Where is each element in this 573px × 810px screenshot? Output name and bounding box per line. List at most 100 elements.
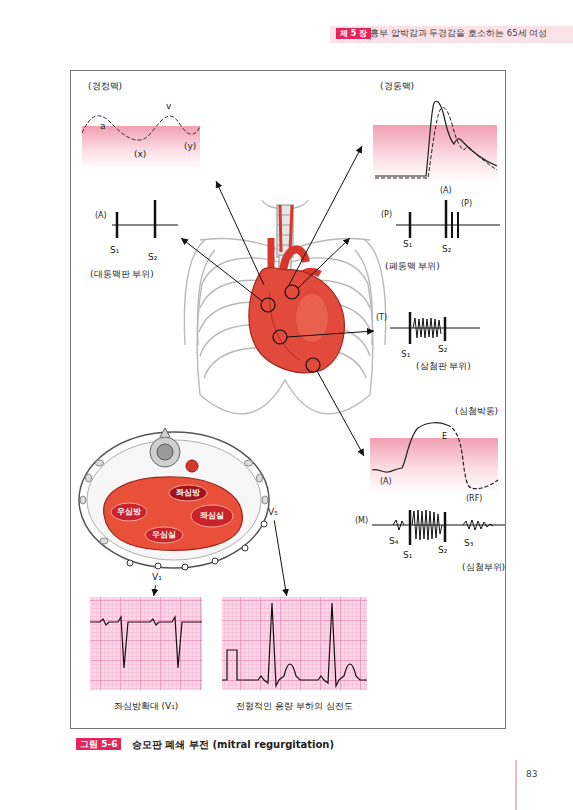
ecg-strip-v1 (90, 597, 202, 690)
pulmonic-phonocardiogram (451, 212, 453, 238)
chest-electrode (182, 564, 188, 570)
aortic-phonocardiogram (112, 200, 178, 238)
carotid-pulse-panel (373, 101, 497, 183)
chamber-name: 좌심방 (176, 488, 200, 497)
waveform-label: (RF) (466, 495, 482, 504)
heart-chamber: 좌심방 (168, 484, 208, 502)
auscultation-point (261, 285, 320, 372)
node-text: 그림 5-6 (80, 739, 117, 749)
heart-chamber: 좌심실 (190, 504, 234, 528)
ecg-caption: 좌심방확대 (V₁) (114, 701, 179, 711)
waveform-label: (y) (184, 142, 196, 152)
auscultation-point (285, 285, 299, 299)
skeleton (200, 380, 370, 414)
waveform-label: (x) (134, 150, 146, 160)
pointer-arrow (181, 238, 262, 301)
waveform-label: E (442, 433, 447, 442)
node-text: 제 5 장 (340, 29, 367, 38)
thorax-cross-section (150, 437, 180, 467)
page-header-band (330, 26, 573, 43)
figure-caption: 승모판 폐쇄 부전 (mitral regurgitation) (132, 739, 334, 750)
lead-arrow (154, 585, 156, 596)
chamber-outline (191, 505, 233, 527)
ecg-strip-volume-load (222, 597, 367, 690)
tricuspid-phonocardiogram (444, 317, 447, 341)
waveform-label: (심첨부위) (462, 563, 505, 573)
lead-arrow (274, 520, 286, 596)
chamber-outline (169, 485, 207, 501)
pointer-arrow (287, 331, 374, 337)
ecg-strip-volume-load (222, 603, 367, 686)
apex-phonocardiogram (412, 510, 442, 540)
waveform-label: S₂ (438, 345, 447, 355)
waveform-label: (P) (461, 200, 472, 209)
page-header-band (330, 26, 573, 43)
pointer-arrow (181, 146, 374, 456)
page-number-rule (515, 760, 517, 810)
ecg-caption: 전형적인 용량 부하의 심전도 (236, 701, 353, 711)
auscultation-point (273, 330, 287, 344)
figure-frame (71, 71, 506, 729)
thorax-cross-section (79, 432, 269, 568)
ecg-strip-volume-load (222, 597, 367, 690)
thorax-cross-section (186, 460, 198, 472)
carotid-pulse-panel (375, 108, 497, 178)
waveform-label: S₂ (438, 546, 447, 556)
lead-label: V₅ (268, 507, 278, 517)
thorax-cross-section (257, 474, 263, 482)
pointer-arrow (317, 371, 364, 456)
ecg-strip-v1 (90, 597, 202, 690)
thorax-cross-section (160, 428, 170, 437)
lead-label: V₁ (152, 572, 162, 582)
waveform-label: (M) (355, 517, 368, 526)
thorax-cross-section (104, 477, 243, 550)
ecg-strip: 좌심방확대 (V₁) (90, 597, 202, 690)
node-text: V₁ (152, 572, 162, 582)
waveform-label: (T) (376, 314, 387, 323)
thorax-cross-section (157, 444, 173, 460)
chamber-name: 좌심실 (200, 511, 224, 520)
carotid-pulse-panel (375, 101, 497, 176)
aortic-phonocardiogram (154, 200, 157, 238)
auscultation-point (261, 298, 275, 312)
running-header: 흉부 압박감과 두경감을 호소하는 65세 여성 (370, 29, 547, 38)
thorax-cross-section (80, 496, 86, 504)
ecg-strip-v1 (90, 597, 202, 690)
ecg-strip-v1 (90, 617, 202, 668)
chamber-name: 우심방 (117, 507, 141, 516)
waveform-label: (대동맥판 부위) (90, 270, 154, 280)
waveform-label: v (166, 102, 171, 112)
chamber-outline (145, 527, 183, 543)
chest-electrode (212, 558, 218, 564)
apex-cardiogram-panel (372, 423, 447, 472)
tricuspid-phonocardiogram (390, 312, 480, 344)
skeleton (184, 240, 205, 345)
page-number: 83 (526, 770, 537, 780)
ecg-strip: 전형적인 용량 부하의 심전도 (222, 597, 367, 690)
great-vessels (290, 205, 292, 252)
waveform-label: (삼첨판 부위) (416, 362, 471, 372)
waveform-label: S₂ (442, 245, 451, 255)
skeleton (365, 240, 386, 345)
waveform-label: (A) (95, 212, 107, 221)
apex-phonocardiogram (393, 520, 404, 530)
waveform-label: (경동맥) (380, 82, 414, 92)
aortic-phonocardiogram (116, 212, 119, 238)
jugular-pulse-panel (82, 116, 200, 170)
pulmonic-phonocardiogram (396, 225, 500, 226)
thorax-cross-section (245, 460, 253, 466)
waveform-label: (심첨박동) (455, 407, 498, 417)
waveform-label: (경정맥) (88, 82, 122, 92)
node-text: V₅ (268, 507, 278, 517)
waveform-label: a (100, 122, 106, 132)
pulmonic-phonocardiogram (457, 212, 459, 238)
thorax-cross-section (262, 496, 268, 504)
figure-frame (71, 71, 506, 729)
chapter-tag: 제 5 장 (336, 28, 371, 39)
skeleton (184, 200, 385, 414)
